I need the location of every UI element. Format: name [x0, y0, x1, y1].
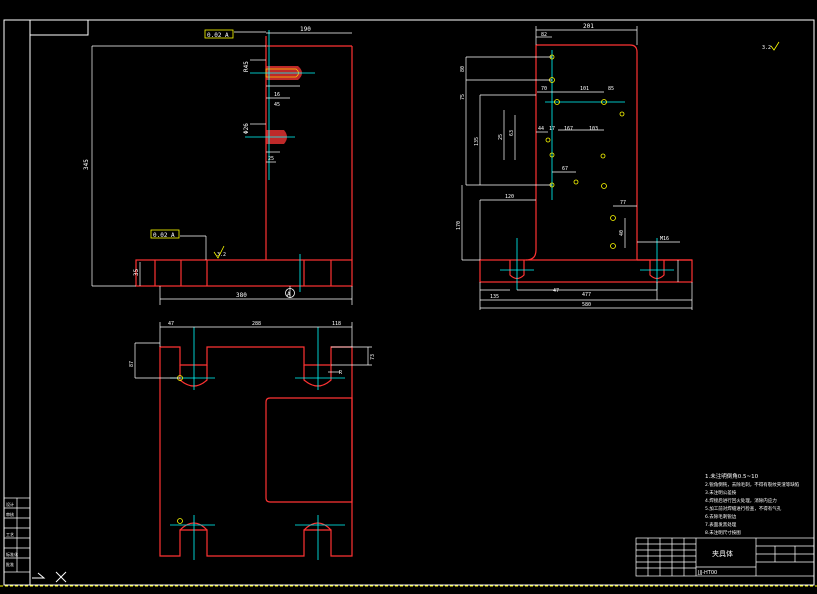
dim-hole-d: 25 [268, 156, 274, 162]
front-view: 0.02 A 0.02 A A 190 345 35 380 R45 16 45… [83, 26, 353, 305]
roughness-front: 3.2 [217, 252, 226, 258]
plan-dim-h1: 87 [129, 361, 135, 367]
left-table-row-5: 标准化 [6, 551, 18, 557]
side-view: 201 82 80 75 101 70 85 167 103 44 17 67 … [456, 23, 780, 310]
plan-dim-h2: 73 [370, 354, 376, 360]
side-dim-d10: 17 [549, 126, 555, 132]
plan-view: 47 288 118 87 73 R [129, 321, 376, 560]
note-7: 7.表面发黑处理 [705, 521, 737, 528]
side-dim-w2: 77 [620, 200, 626, 206]
note-6: 6.去除毛刺锐边 [705, 513, 737, 520]
side-dim-d4: 101 [580, 86, 589, 92]
left-table-row-3: 工艺 [6, 532, 14, 537]
plan-dim-w3: 118 [332, 321, 341, 327]
left-table-row-0: 设计 [6, 501, 14, 507]
ref-box-bottom: 0.02 A [153, 232, 175, 239]
ucs-icon [32, 571, 67, 583]
side-dim-w1: 120 [505, 194, 514, 200]
side-dim-d11: 67 [562, 166, 568, 172]
side-dim-d5: 70 [541, 86, 547, 92]
sheet-frame [3, 19, 815, 586]
left-table-row-1: 审核 [6, 511, 14, 517]
note-8: 8.未注明尺寸按图 [705, 529, 741, 536]
side-dim-d7: 167 [564, 126, 573, 132]
side-dim-d9: 44 [538, 126, 544, 132]
technical-notes: 1.未注明倒角0.5~10 2.锐角倒钝，去除毛刺，不得有裂纹夹渣等缺陷 3.未… [705, 472, 800, 536]
note-1: 1.未注明倒角0.5~10 [705, 472, 759, 480]
side-dim-total: 580 [582, 302, 591, 308]
datum-label: A [287, 291, 291, 298]
side-dim-d13: 135 [474, 137, 480, 146]
side-dim-d3: 75 [460, 94, 466, 100]
note-4: 4.焊接后进行回火处理，消除内应力 [705, 497, 777, 504]
side-dim-left: 170 [456, 221, 462, 230]
note-3: 3.未注明公差按 [705, 489, 737, 496]
plan-dim-w1: 47 [168, 321, 174, 327]
roughness-global: 3.2 [762, 45, 771, 51]
side-dim-d6: 85 [608, 86, 614, 92]
side-dim-d1: 82 [541, 32, 547, 38]
title-part-name: 夹具体 [712, 549, 733, 558]
dim-hole: Φ26 [243, 123, 250, 134]
side-dim-w3: 40 [619, 230, 625, 236]
note-2: 2.锐角倒钝，去除毛刺，不得有裂纹夹渣等缺陷 [705, 481, 800, 488]
dim-slot-w: 16 [274, 92, 280, 98]
note-5: 5.加工前对焊缝进行检查，不得有气孔 [705, 505, 782, 512]
dim-slot: R45 [243, 61, 250, 72]
dim-height: 345 [83, 159, 90, 170]
dim-base-h: 35 [133, 268, 140, 276]
side-dim-d14: 63 [509, 130, 515, 136]
dim-slot-h: 45 [274, 102, 280, 108]
side-dim-d8: 103 [589, 126, 598, 132]
plan-dim-w2: 288 [252, 321, 261, 327]
side-dim-b2: 47 [553, 288, 559, 294]
left-table-row-6: 批准 [6, 561, 14, 567]
side-dim-b3: 477 [582, 292, 591, 298]
side-dim-slotw: M16 [660, 236, 669, 242]
side-dim-b1: 135 [490, 294, 499, 300]
title-drawing-no: JJJ-HT00 [697, 570, 717, 576]
side-dim-d2: 80 [460, 66, 466, 72]
left-revision-table [3, 497, 31, 573]
side-dim-d12: 25 [498, 134, 504, 140]
title-block [635, 537, 815, 577]
dim-top-width: 190 [300, 26, 311, 33]
dim-base-w: 380 [236, 292, 247, 299]
side-dim-top: 201 [583, 23, 594, 30]
plan-dim-r: R [339, 370, 343, 376]
ref-box-top: 0.02 A [207, 32, 229, 39]
